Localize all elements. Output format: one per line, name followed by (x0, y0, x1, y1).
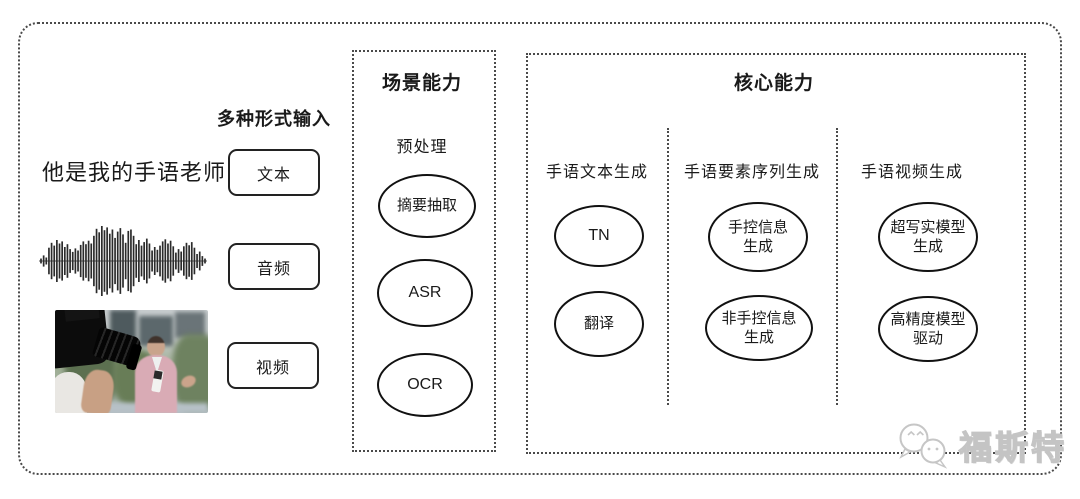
text-input-box: 文本 (228, 149, 320, 196)
scene-capability-box (352, 50, 496, 452)
column-divider (667, 128, 669, 405)
node-summary-extraction: 摘要抽取 (378, 174, 476, 238)
node-ocr: OCR (377, 353, 473, 417)
core-capability-title: 核心能力 (733, 73, 815, 94)
column-header-sign-text-generation: 手语文本生成 (545, 164, 649, 181)
scene-capability-title: 场景能力 (381, 73, 463, 94)
node-hyperrealistic-model-generation: 超写实模型 生成 (878, 202, 978, 272)
column-divider (836, 128, 838, 405)
text-input-sample: 他是我的手语老师 (42, 160, 227, 185)
audio-waveform (39, 226, 207, 296)
photo-reporter-shirt (152, 357, 162, 373)
audio-input-label: 音频 (256, 260, 291, 278)
photo-microphone-logo (153, 370, 163, 380)
preprocessing-label: 预处理 (396, 139, 448, 156)
node-manual-feature-generation: 手控信息 生成 (708, 202, 808, 272)
chat-mascot-logo-icon (899, 423, 948, 469)
node-tn: TN (554, 205, 644, 267)
node-non-manual-feature-generation: 非手控信息 生成 (705, 295, 813, 361)
input-section-title: 多种形式输入 (217, 109, 331, 129)
node-asr: ASR (377, 259, 473, 327)
outer-dotted-frame (18, 22, 1062, 475)
photo-building (175, 312, 205, 338)
watermark-text: 福斯特 (958, 428, 1067, 466)
core-capability-box (526, 53, 1026, 454)
text-input-label: 文本 (256, 166, 291, 184)
video-input-box: 视频 (227, 342, 319, 389)
photo-ground (55, 403, 208, 413)
photo-reporter-head (147, 336, 165, 357)
node-high-precision-model-driving: 高精度模型 驱动 (878, 296, 978, 362)
video-input-label: 视频 (255, 359, 290, 377)
video-input-photo (55, 310, 208, 413)
column-header-sign-video-generation: 手语视频生成 (860, 164, 964, 181)
column-header-sign-element-sequence-generation: 手语要素序列生成 (683, 164, 821, 181)
audio-input-box: 音频 (228, 243, 320, 290)
watermark: 福斯特 (893, 420, 1067, 470)
node-translation: 翻译 (554, 291, 644, 357)
photo-bush (173, 334, 208, 410)
